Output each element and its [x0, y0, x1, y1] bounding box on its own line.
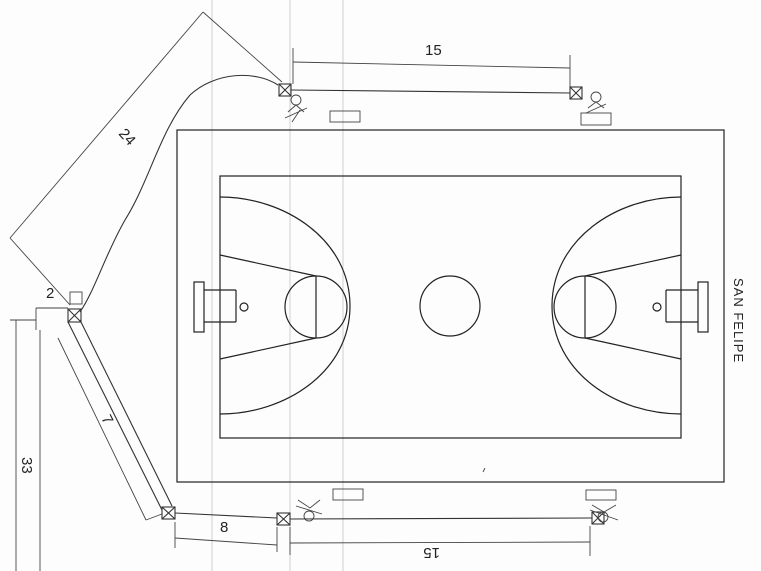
- right-key-line: [584, 337, 682, 360]
- left-backboard-base: [193, 281, 205, 333]
- left-key-line: [219, 254, 317, 277]
- court-outer-boundary: [176, 129, 725, 483]
- dimension-line-bottom-right: [289, 541, 591, 544]
- bottom-right-table: [585, 489, 617, 501]
- dimension-tick: [202, 11, 283, 83]
- person-symbol: [589, 504, 619, 523]
- dimension-line-top-right: [292, 61, 571, 69]
- scan-mark: [482, 467, 486, 473]
- right-backboard-base: [697, 281, 709, 333]
- dimension-label-lower-left: 7: [97, 412, 116, 427]
- top-right-table: [580, 112, 612, 126]
- right-key-line: [584, 254, 682, 277]
- right-free-throw-circle: [553, 275, 617, 339]
- left-hoop: [239, 302, 249, 312]
- light-pole-left: [67, 308, 82, 323]
- dimension-label-diagonal: 24: [115, 125, 139, 149]
- dimension-label-vertical: 33: [18, 457, 35, 474]
- dimension-tick: [145, 513, 163, 521]
- light-pole-top-left: [278, 83, 292, 97]
- dimension-label-top-right: 15: [425, 42, 442, 59]
- center-circle: [419, 275, 481, 337]
- right-hoop: [652, 302, 662, 312]
- person-symbol: [585, 91, 607, 114]
- dimension-line-lower-left: [57, 337, 147, 521]
- left-free-throw-circle: [284, 275, 348, 339]
- dimension-label-bottom-right: 15: [423, 544, 440, 561]
- dimension-tick: [9, 237, 71, 306]
- dimension-label-bottom-left: 8: [220, 519, 228, 536]
- bottom-bench: [332, 488, 364, 501]
- dimension-label-small: 2: [46, 285, 54, 302]
- left-three-point-arc: [219, 196, 351, 415]
- person-symbol: [284, 94, 308, 123]
- playing-court: [219, 175, 682, 439]
- light-pole-bottom-middle: [276, 512, 291, 526]
- light-pole-bottom-left: [161, 506, 176, 520]
- person-symbol: [295, 499, 323, 522]
- circuit-path: [290, 89, 571, 94]
- top-bench: [329, 110, 361, 123]
- light-pole-top-right: [569, 86, 583, 100]
- dimension-line-bottom-left: [174, 537, 278, 546]
- circuit-path: [67, 321, 163, 511]
- circuit-path: [79, 319, 173, 507]
- circuit-path: [289, 517, 593, 520]
- site-label: SAN FELIPE: [731, 278, 746, 363]
- right-three-point-arc: [551, 196, 682, 415]
- small-box: [69, 291, 83, 305]
- circuit-path: [174, 512, 278, 519]
- dimension-line-diagonal: [9, 11, 204, 239]
- circuit-path: [79, 74, 279, 313]
- left-key-line: [219, 337, 317, 360]
